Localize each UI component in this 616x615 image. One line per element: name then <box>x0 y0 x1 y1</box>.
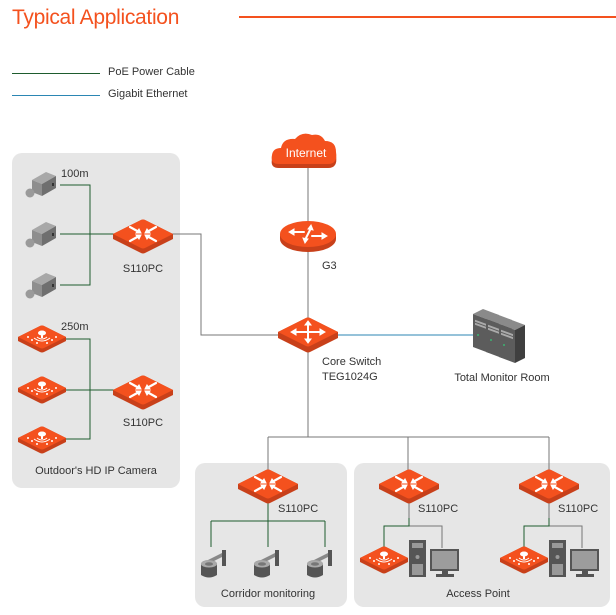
link-ap1-pc <box>408 498 443 548</box>
legend-poe-line <box>12 73 100 74</box>
switch-corridor-label: S110PC <box>278 503 318 515</box>
title-divider <box>239 16 616 18</box>
zone-corridor-label: Corridor monitoring <box>221 588 315 600</box>
router-icon <box>279 220 337 253</box>
ap-distance-label: 250m <box>61 321 89 333</box>
poe-camera-bus <box>60 184 91 286</box>
router-label: G3 <box>322 260 337 272</box>
legend-ethernet-label: Gigabit Ethernet <box>108 88 188 100</box>
zone-access-point-label: Access Point <box>446 588 510 600</box>
page-title: Typical Application <box>12 6 180 29</box>
poe-ap2-drop <box>523 518 550 548</box>
zone-outdoor-label: Outdoor's HD IP Camera <box>35 465 158 477</box>
switch-ap1-label: S110PC <box>418 503 458 515</box>
server-rack-icon <box>473 309 525 363</box>
internet-label: Internet <box>286 146 327 160</box>
switch-left-bottom-label: S110PC <box>123 417 163 429</box>
core-switch-icon <box>277 316 339 354</box>
switch-ap2-label: S110PC <box>558 503 598 515</box>
core-switch-label-line1: Core Switch <box>322 356 381 368</box>
switch-left-top-label: S110PC <box>123 263 163 275</box>
legend-ethernet-line <box>12 95 100 96</box>
camera-distance-label: 100m <box>61 168 89 180</box>
link-switch-left-core <box>170 233 279 336</box>
poe-ap-bus <box>62 338 91 440</box>
link-ap2-pc <box>548 498 583 548</box>
legend-poe-label: PoE Power Cable <box>108 66 195 78</box>
monitor-room-label: Total Monitor Room <box>454 372 549 384</box>
internet-cloud-icon <box>271 133 337 168</box>
core-switch-label-line2: TEG1024G <box>322 371 378 383</box>
poe-ap1-drop <box>383 518 410 548</box>
